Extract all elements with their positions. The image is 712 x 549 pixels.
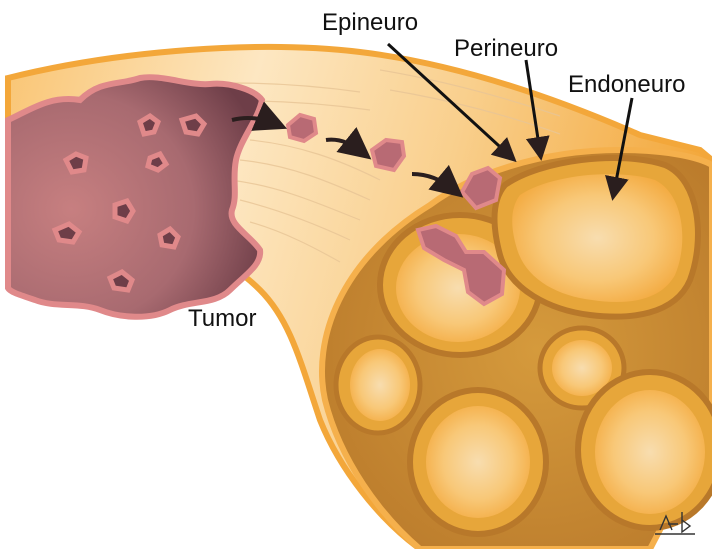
label-perineuro: Perineuro — [454, 35, 558, 62]
label-epineuro: Epineuro — [322, 9, 418, 36]
label-endoneuro: Endoneuro — [568, 71, 685, 98]
tumor-mass — [8, 77, 262, 317]
label-tumor: Tumor — [188, 305, 256, 332]
